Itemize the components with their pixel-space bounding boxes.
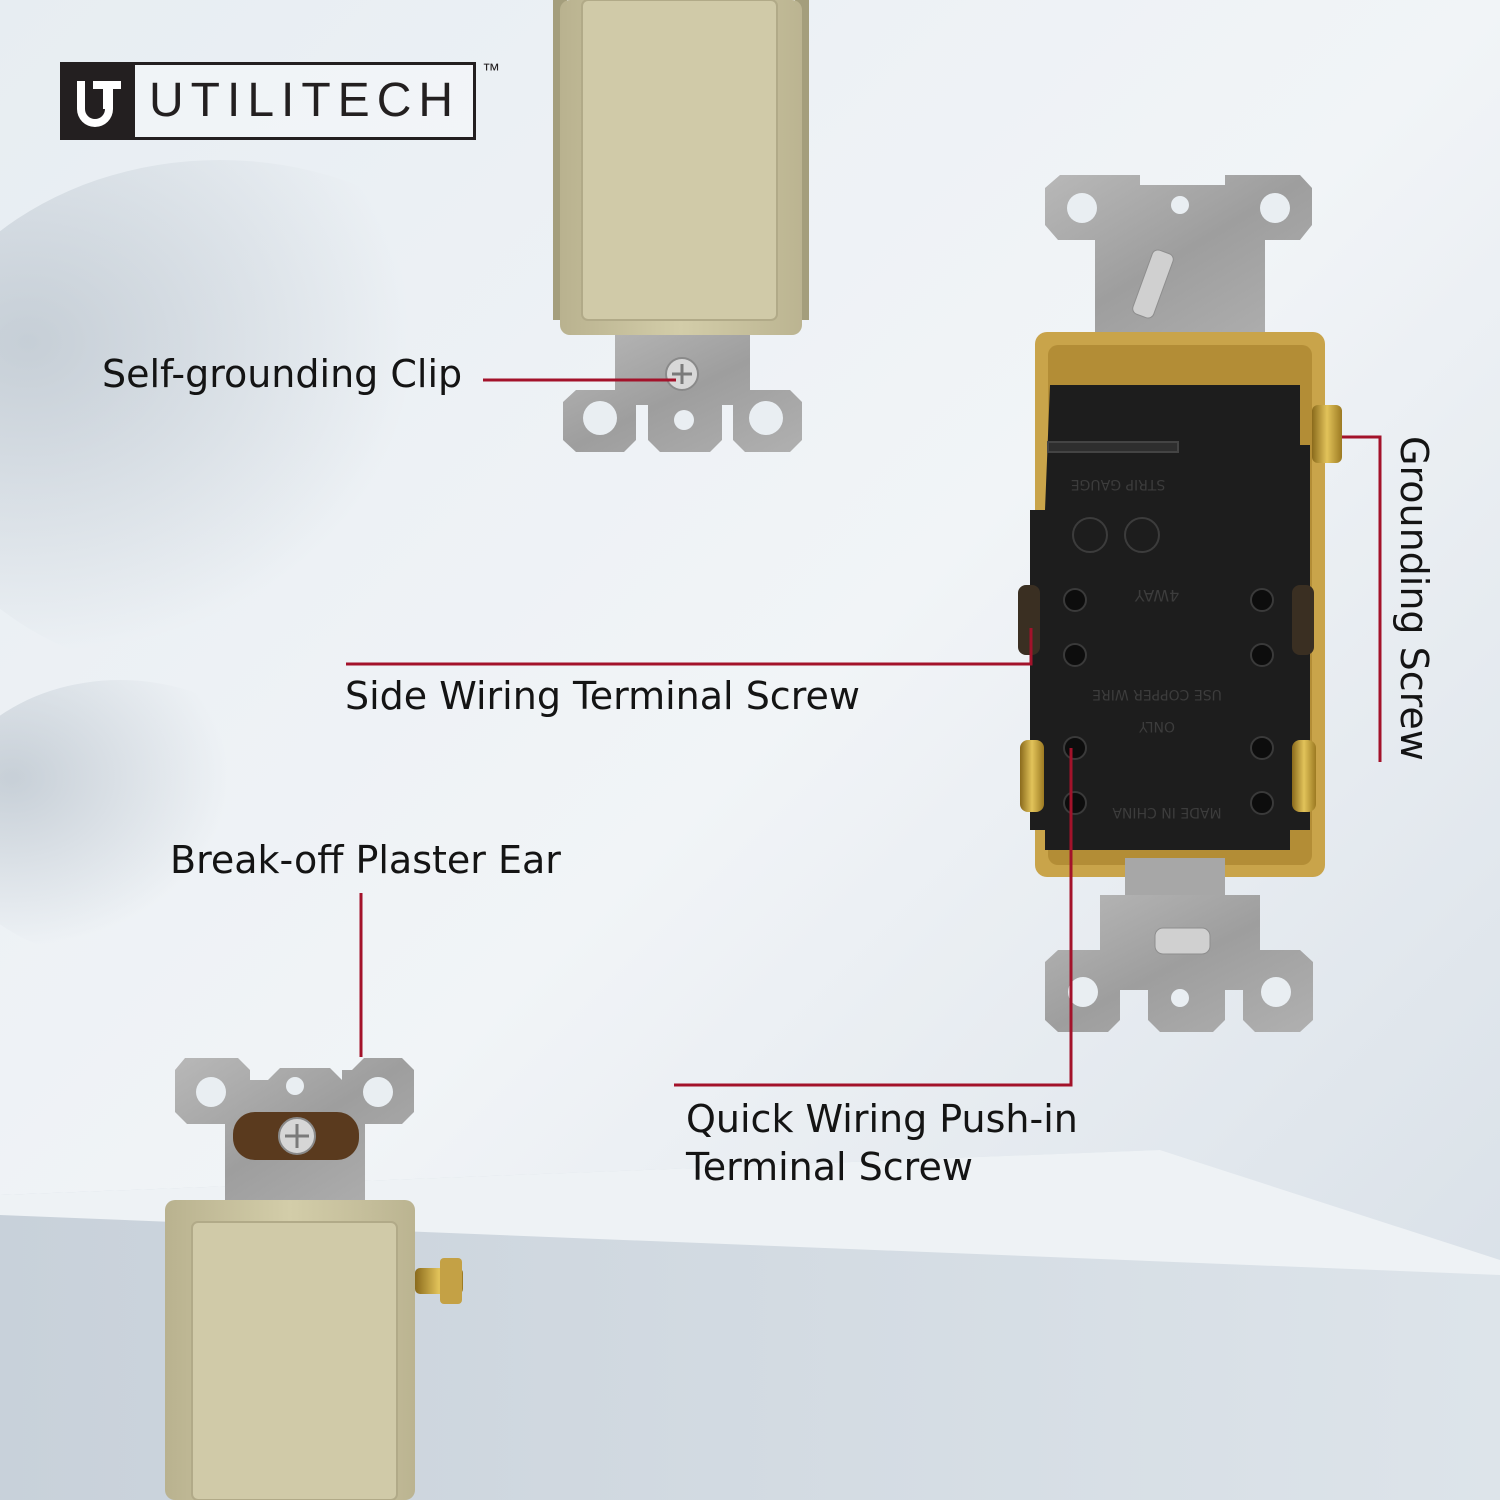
mounting-hole [583,401,617,435]
label-grounding-screw: Grounding Screw [1392,436,1436,761]
switch-bottom [165,1058,463,1500]
rocker-paddle [191,1221,398,1500]
mounting-hole [363,1077,393,1107]
mounting-hole [749,401,783,435]
label-quick-wiring-line1: Quick Wiring Push-in [686,1097,1078,1141]
label-quick-wiring-line2: Terminal Screw [686,1145,973,1189]
mounting-hole [1261,977,1291,1007]
mounting-strap [563,335,802,452]
trademark-symbol: ™ [482,60,500,80]
grounding-screw-head [440,1258,462,1304]
switch-top [553,0,809,452]
side-terminal-screw [1292,740,1316,812]
switch-back: STRIP GAUGE 4WAY USE COPPER WIRE ONLY MA… [1018,175,1342,1032]
label-self-grounding-clip: Self-grounding Clip [102,352,463,396]
way-text: 4WAY [1134,586,1179,605]
bottom-mounting-strap [1045,895,1313,1032]
rocker-paddle [581,0,778,321]
mounting-hole [286,1077,304,1095]
mounting-hole [196,1077,226,1107]
made-in-text: MADE IN CHINA [1112,804,1222,820]
side-terminal-screw [1020,740,1044,812]
side-terminal-screw [1018,585,1040,655]
brand-logo: UTILITECH [60,62,476,140]
leader-quick-wiring [674,748,1073,1087]
top-mounting-strap [1045,175,1312,335]
mounting-hole [1067,193,1097,223]
mounting-screw [1132,249,1174,319]
leader-grounding-screw [1342,435,1382,762]
screw-slot [672,364,692,384]
strip-gauge-text: STRIP GAUGE [1071,476,1166,492]
logo-mark-icon [63,65,135,137]
mounting-hole [1068,977,1098,1007]
leader-lines [346,378,1382,1087]
back-housing [1030,385,1310,850]
label-side-wiring-terminal-screw: Side Wiring Terminal Screw [345,674,860,718]
copper-text: USE COPPER WIRE [1092,686,1222,702]
grounding-screw [1312,405,1342,463]
leaf-shadow [0,680,300,960]
pedestal-top [0,1150,1500,1275]
leader-side-wiring [346,628,1033,666]
strip-gauge-slot [1047,441,1179,453]
screw-slot [285,1124,309,1148]
mounting-hole [674,410,694,430]
leaf-shadow [0,160,540,680]
cu-mark [1124,517,1160,553]
label-break-off-plaster-ear: Break-off Plaster Ear [170,838,561,882]
brand-name: UTILITECH [149,74,461,127]
mounting-hole [1260,193,1290,223]
mounting-hole [1171,989,1189,1007]
mounting-hole [1171,196,1189,214]
ul-mark [1072,517,1108,553]
side-terminal-screw [1292,585,1314,655]
mounting-screw [1154,927,1211,955]
only-text: ONLY [1139,718,1175,734]
